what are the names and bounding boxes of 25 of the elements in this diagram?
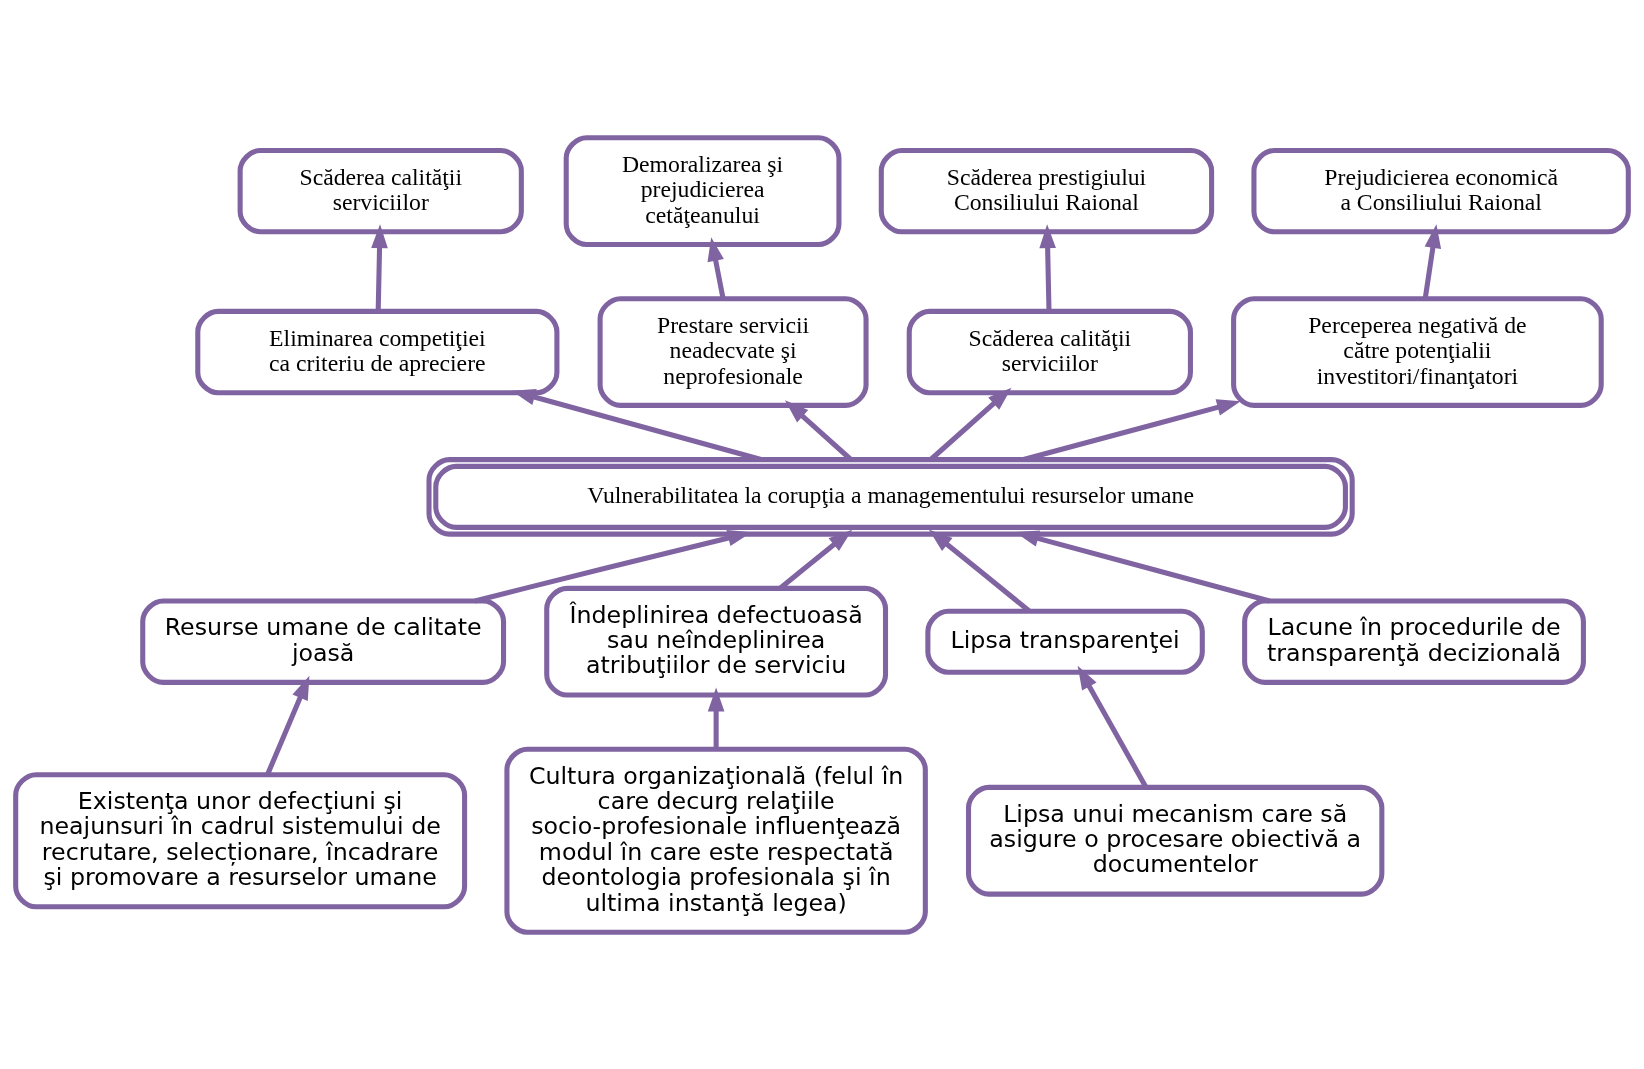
arrow (1077, 665, 1149, 788)
node-box: Existenţa unor defecţiuni şi neajunsuri în cadrul sistemului de recrutare, selecționare, încadrare şi promovare a resurselor umane (13, 771, 468, 909)
arrow (1422, 223, 1442, 299)
node-box: Scăderea calităţii serviciilor (237, 147, 524, 234)
node-box: Îndeplinirea defectuoasă sau neîndeplinirea atribuţiilor de serviciu (544, 585, 889, 698)
node-box: Cultura organizaţională (felul în care decurg relaţiile socio-profesionale influenţează modul în care este respectată deontologia profesionala şi în ultima instanţă legea) (504, 746, 928, 935)
node-box: Resurse umane de calitate joasă (140, 598, 507, 685)
node-box: Scăderea prestigiului Consiliului Raional (878, 147, 1215, 234)
node-box: Lipsa unui mecanism care să asigure o procesare obiectivă a documentelor (966, 784, 1385, 897)
node-box: Prejudicierea economică a Consiliului Raional (1251, 147, 1631, 234)
arrow (265, 675, 310, 775)
arrow (707, 236, 726, 299)
node-box: Demoralizarea şi prejudicierea cetăţeanului (563, 134, 842, 247)
node-box: Lipsa transparenţei (925, 608, 1205, 675)
arrow (707, 687, 725, 749)
arrow (1039, 223, 1056, 311)
node-box: Eliminarea competiţiei ca criteriu de apreciere (195, 308, 560, 395)
arrow (371, 223, 388, 311)
node-box: Scăderea calităţii serviciilor (906, 308, 1193, 395)
node-box: Prestare servicii neadecvate şi neprofesionale (597, 295, 869, 408)
arrow (1015, 529, 1271, 603)
arrow (511, 388, 762, 462)
node-box: Perceperea negativă de către potenţialii investitori/finanţatori (1231, 295, 1604, 408)
node-box: Lacune în procedurile de transparenţă decizională (1242, 598, 1586, 685)
node-box: Vulnerabilitatea la corupţia a managementului resurselor umane (426, 456, 1355, 537)
